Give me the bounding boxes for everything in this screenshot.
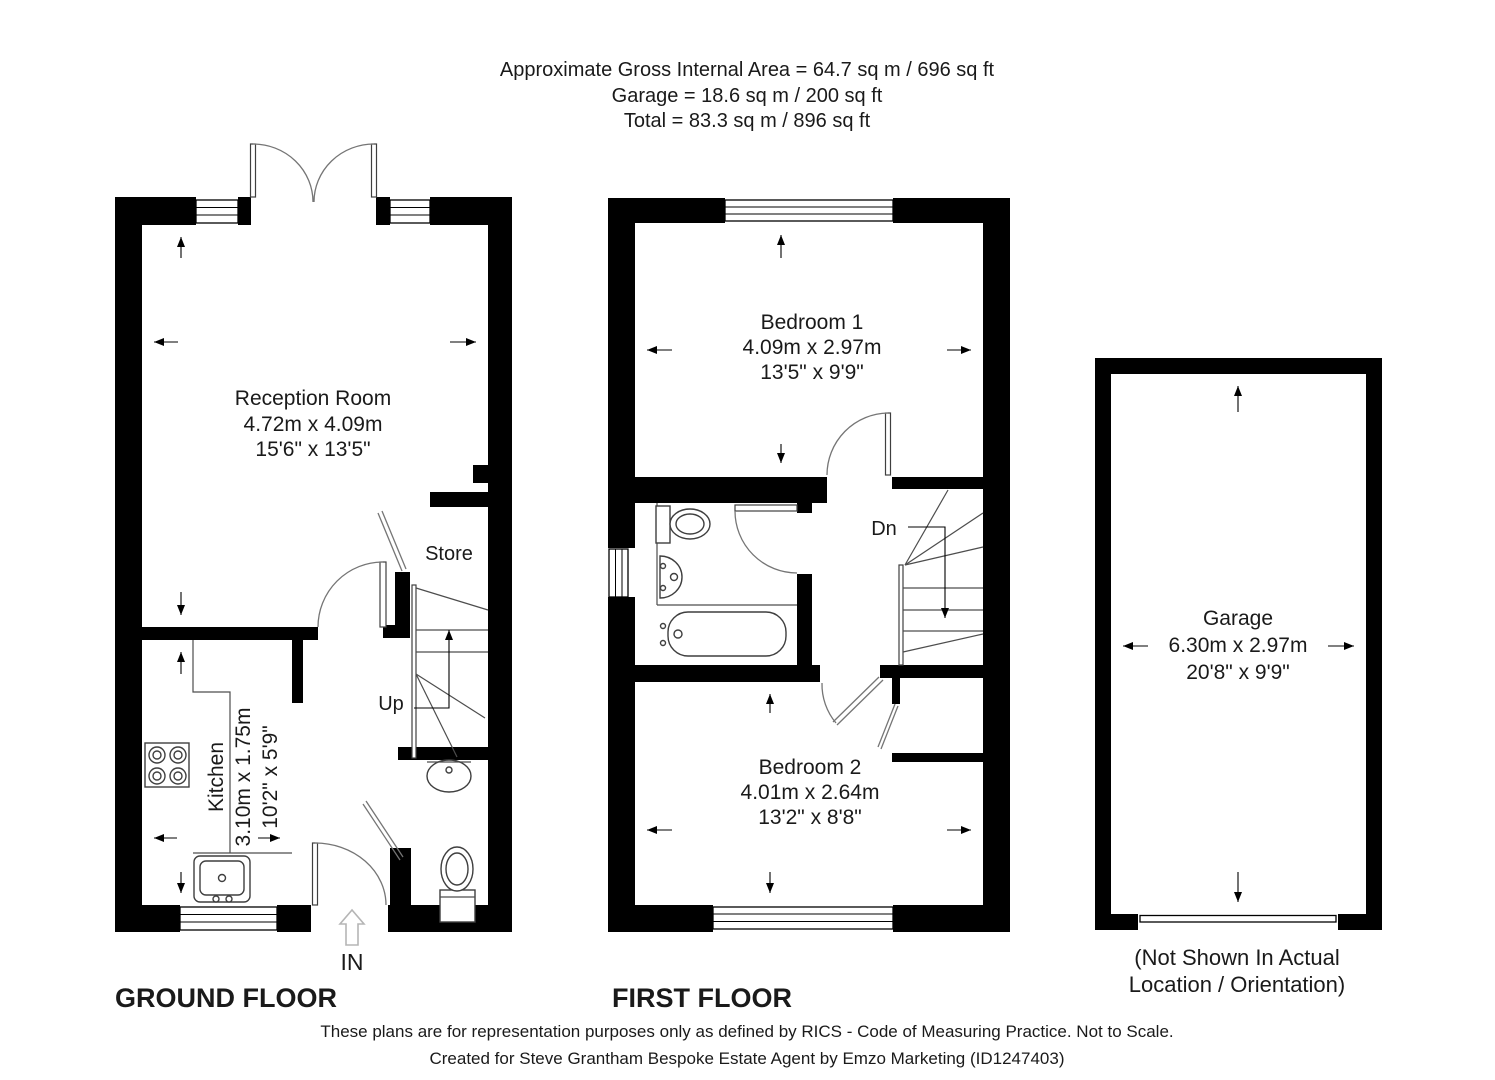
bedroom2-imperial: 13'2" x 8'8" — [758, 806, 862, 829]
credit-text: Created for Steve Grantham Bespoke Estat… — [429, 1049, 1064, 1068]
kitchen-metric: 3.10m x 1.75m — [232, 708, 255, 847]
kitchen-hob — [144, 742, 190, 788]
ground-stairs — [411, 584, 489, 759]
entrance-in-label: IN — [341, 949, 364, 975]
store-label: Store — [425, 543, 473, 565]
bathroom-sink — [659, 555, 683, 599]
total-area-line: Total = 83.3 sq m / 896 sq ft — [624, 110, 871, 132]
garage-note-line2: Location / Orientation) — [1129, 972, 1345, 997]
garage-metric: 6.30m x 2.97m — [1169, 634, 1308, 657]
bedroom2-window — [712, 906, 894, 930]
wc-sink — [426, 759, 472, 793]
ground-dimension-arrows — [154, 237, 476, 893]
reception-room-imperial: 15'6" x 13'5" — [255, 438, 370, 461]
bedroom1-window — [724, 199, 894, 222]
bedroom2-metric: 4.01m x 2.64m — [741, 781, 880, 804]
bathroom-bath — [659, 611, 787, 657]
garage-door — [1139, 914, 1337, 923]
stairs-up-label: Up — [378, 693, 404, 715]
first-floor-walls — [608, 198, 1010, 932]
kitchen-label: Kitchen — [205, 742, 228, 812]
first-floor-dimension-arrows — [647, 235, 971, 893]
gross-area-line: Approximate Gross Internal Area = 64.7 s… — [500, 59, 995, 81]
window-top-left — [195, 199, 239, 224]
bedroom1-label: Bedroom 1 — [761, 311, 864, 334]
window-top-right — [389, 199, 431, 224]
bedroom2-door — [821, 676, 884, 726]
garage-walls — [1095, 358, 1382, 930]
wc-door — [362, 800, 404, 861]
bathroom-door — [734, 504, 798, 574]
bedroom2-label: Bedroom 2 — [759, 756, 862, 779]
entrance-arrow-icon — [338, 908, 366, 946]
ground-floor-plan: Reception Room 4.72m x 4.09m 15'6" x 13'… — [115, 143, 512, 975]
disclaimer-text: These plans are for representation purpo… — [320, 1022, 1173, 1041]
kitchen-window — [179, 906, 278, 931]
bedroom1-door — [826, 412, 892, 476]
french-doors — [249, 143, 378, 203]
first-floor-windows — [608, 199, 894, 930]
garage-plan: Garage 6.30m x 2.97m 20'8" x 9'9" (Not S… — [1095, 358, 1382, 997]
bathroom-window — [608, 548, 629, 598]
garage-area-line: Garage = 18.6 sq m / 200 sq ft — [612, 85, 883, 107]
area-summary: Approximate Gross Internal Area = 64.7 s… — [500, 59, 995, 132]
reception-door — [317, 561, 387, 628]
bathroom-toilet — [655, 505, 711, 544]
garage-label: Garage — [1203, 607, 1273, 630]
closet-door — [877, 703, 899, 750]
kitchen-counter — [192, 640, 292, 854]
kitchen-sink — [193, 855, 251, 903]
entrance-door — [311, 842, 387, 906]
first-floor-title: FIRST FLOOR — [612, 983, 792, 1013]
first-floor-stairs — [898, 489, 984, 666]
store-door — [377, 510, 407, 572]
bathroom-fixtures — [655, 503, 797, 657]
stairs-dn-label: Dn — [871, 518, 897, 540]
bedroom1-metric: 4.09m x 2.97m — [743, 336, 882, 359]
wc-toilet — [439, 846, 476, 923]
first-floor-plan: Bedroom 1 4.09m x 2.97m 13'5" x 9'9" Bed… — [608, 198, 1010, 932]
garage-dimension-arrows — [1123, 386, 1354, 902]
ground-floor-windows — [179, 199, 431, 931]
reception-room-metric: 4.72m x 4.09m — [244, 413, 383, 436]
ground-floor-title: GROUND FLOOR — [115, 983, 337, 1013]
garage-imperial: 20'8" x 9'9" — [1186, 661, 1290, 684]
bedroom1-imperial: 13'5" x 9'9" — [760, 361, 864, 384]
kitchen-imperial: 10'2" x 5'9" — [259, 725, 282, 829]
reception-room-label: Reception Room — [235, 387, 391, 410]
garage-note-line1: (Not Shown In Actual — [1134, 945, 1339, 970]
